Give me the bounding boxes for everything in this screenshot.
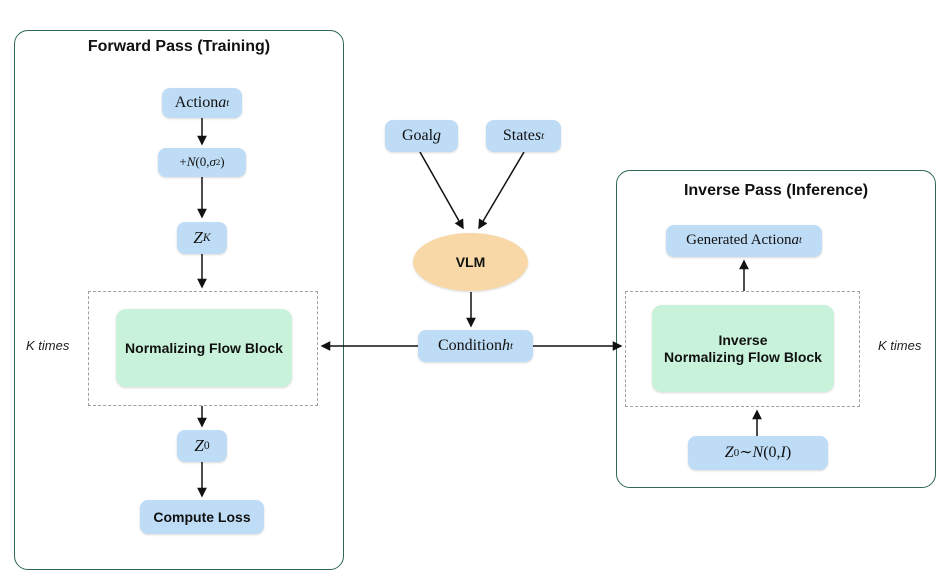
inverse-flow-loop-box — [625, 291, 860, 407]
arrow-state-to-vlm — [478, 151, 525, 230]
forward-pass-panel — [14, 30, 344, 570]
normalizing-flow-block-node: Normalizing Flow Block — [116, 309, 292, 387]
inverse-k-times-label: K times — [878, 338, 922, 353]
forward-k-times-label: K times — [26, 338, 70, 353]
vlm-node: VLM — [413, 233, 528, 291]
forward-flow-loop-box — [88, 291, 318, 406]
inverse-pass-title: Inverse Pass (Inference) — [683, 182, 869, 199]
arrow-goal-to-vlm — [419, 151, 464, 230]
goal-node: Goal g — [385, 120, 458, 152]
forward-pass-title: Forward Pass (Training) — [87, 38, 271, 55]
compute-loss-node: Compute Loss — [140, 500, 264, 534]
inverse-pass-panel — [616, 170, 936, 488]
